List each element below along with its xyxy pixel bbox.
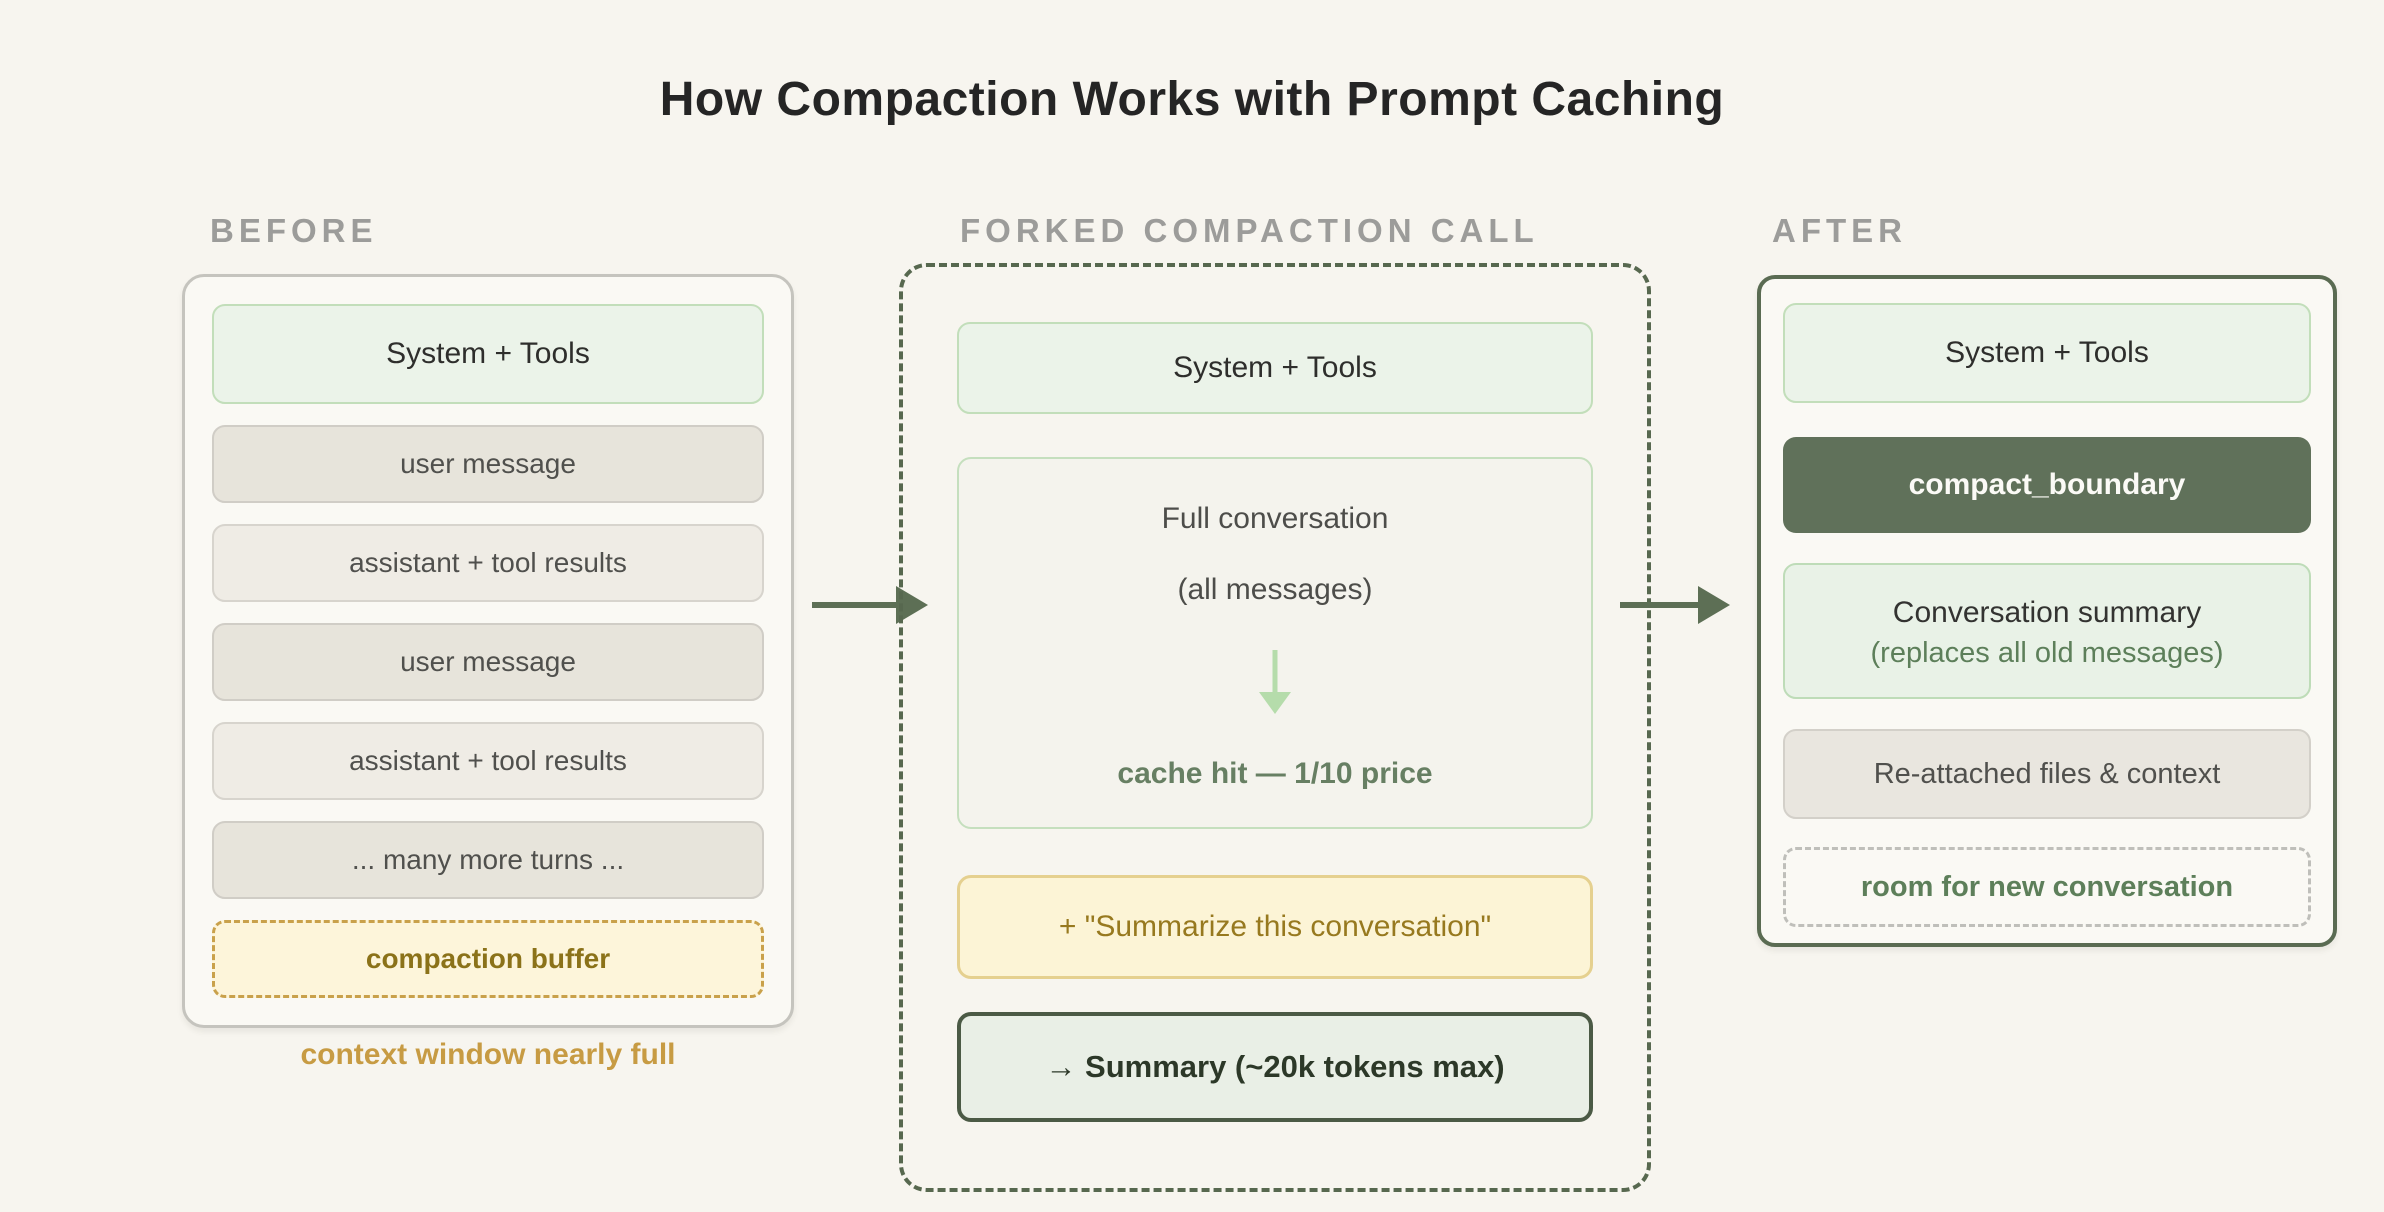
conversation-summary-line2: (replaces all old messages) <box>1870 636 2224 669</box>
before-column-label: BEFORE <box>210 212 378 249</box>
assistant-results-box: assistant + tool results <box>212 524 764 602</box>
forked-column-label: FORKED COMPACTION CALL <box>960 212 1539 249</box>
compaction-buffer-box: compaction buffer <box>212 920 764 998</box>
compact-boundary-box: compact_boundary <box>1783 437 2311 533</box>
user-message-box: user message <box>212 425 764 503</box>
summary-result-box: → Summary (~20k tokens max) <box>957 1012 1593 1122</box>
full-conversation-line1: Full conversation <box>1161 502 1389 535</box>
full-conversation-box: Full conversation (all messages) cache h… <box>957 457 1593 829</box>
page-title: How Compaction Works with Prompt Caching <box>659 73 1725 126</box>
down-arrow-icon <box>1259 650 1291 715</box>
summarize-prompt-box: + "Summarize this conversation" <box>957 875 1593 979</box>
full-conversation-line2: (all messages) <box>1177 572 1373 606</box>
before-context-window: System + Tools user message assistant + … <box>182 274 794 1028</box>
conversation-summary-line1: Conversation summary <box>1892 595 2202 629</box>
user-message-box: user message <box>212 623 764 701</box>
forked-compaction-call: System + Tools Full conversation (all me… <box>899 263 1651 1192</box>
cache-hit-note: cache hit — 1/10 price <box>1117 756 1433 790</box>
arrow-head-icon <box>1698 586 1730 624</box>
arrow-line <box>812 602 898 608</box>
room-for-new-conversation-box: room for new conversation <box>1783 847 2311 927</box>
context-window-caption: context window nearly full <box>300 1038 676 1071</box>
assistant-results-box: assistant + tool results <box>212 722 764 800</box>
system-tools-box: System + Tools <box>212 304 764 404</box>
system-tools-box: System + Tools <box>957 322 1593 414</box>
many-more-turns-box: ... many more turns ... <box>212 821 764 899</box>
system-tools-box: System + Tools <box>1783 303 2311 403</box>
after-context-window: System + Tools compact_boundary Conversa… <box>1757 275 2337 947</box>
reattached-files-box: Re-attached files & context <box>1783 729 2311 819</box>
after-column-label: AFTER <box>1772 212 1907 249</box>
conversation-summary-box: Conversation summary (replaces all old m… <box>1783 563 2311 699</box>
arrow-line <box>1620 602 1700 608</box>
